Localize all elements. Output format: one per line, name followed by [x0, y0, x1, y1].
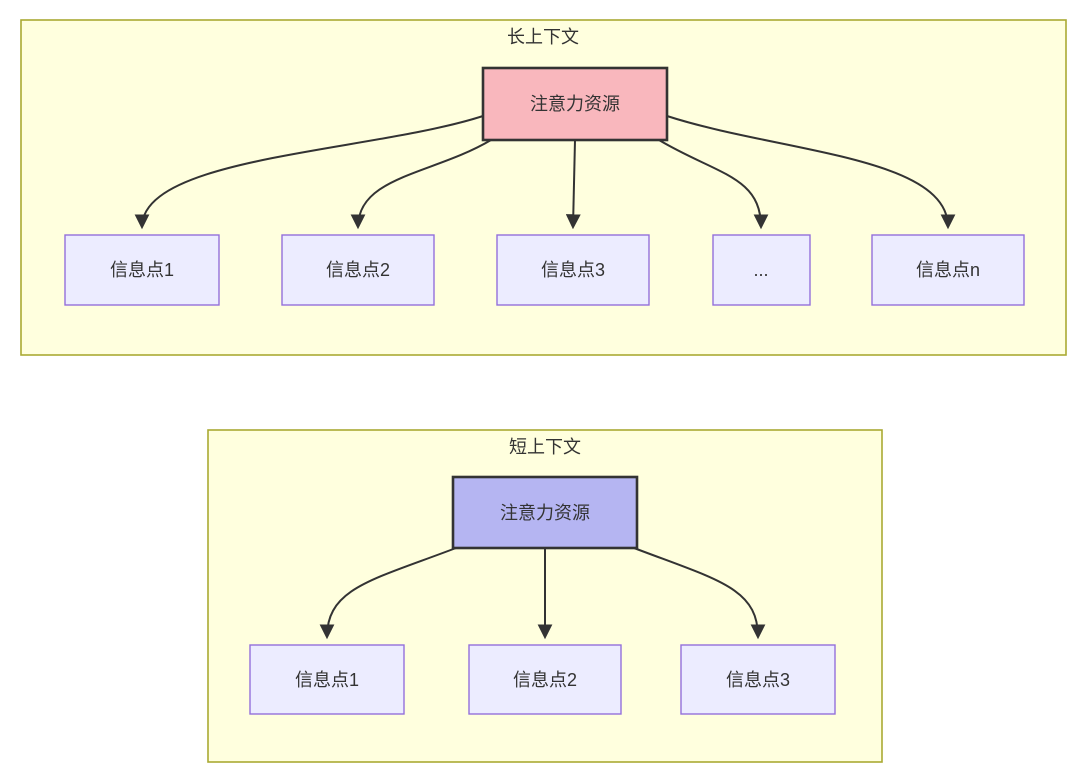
node-info1-short: 信息点1	[249, 644, 405, 715]
node-attention-long: 注意力资源	[481, 66, 669, 142]
edge-attention-to-info3	[565, 139, 581, 230]
panel-long-context-title: 长上下文	[507, 27, 579, 47]
node-infon-long-label: 信息点n	[916, 260, 980, 280]
node-info2-short-label: 信息点2	[513, 670, 577, 690]
node-info1-long: 信息点1	[64, 234, 220, 306]
node-info3-long-label: 信息点3	[541, 260, 605, 280]
node-attention-long-box	[481, 66, 669, 142]
node-info2-short: 信息点2	[468, 644, 622, 715]
edges-long-context	[134, 115, 956, 230]
node-info3-long-box	[496, 234, 650, 306]
node-ellipsis-long-label: ...	[753, 260, 768, 280]
edge-attention-to-info2	[350, 139, 492, 230]
panel-short-context-title: 短上下文	[509, 437, 581, 457]
panel-long-context: 长上下文 注意力资源 信息点1 信息点2 信息点3 .	[20, 19, 1067, 356]
node-infon-long: 信息点n	[871, 234, 1025, 306]
edge-attention-to-info1	[134, 115, 484, 230]
node-attention-short-box	[451, 475, 639, 550]
edges-short-context	[319, 547, 766, 640]
panel-short-context: 短上下文 注意力资源 信息点1 信息点2 信息点3	[207, 429, 883, 763]
node-info3-short-label: 信息点3	[726, 670, 790, 690]
node-info1-short-label: 信息点1	[295, 670, 359, 690]
node-infon-long-box	[871, 234, 1025, 306]
node-info1-long-label: 信息点1	[110, 260, 174, 280]
node-ellipsis-long: ...	[712, 234, 811, 306]
node-info2-long-label: 信息点2	[326, 260, 390, 280]
edge-attention-to-info3-short	[633, 547, 766, 640]
node-info3-short-box	[680, 644, 836, 715]
node-info1-long-box	[64, 234, 220, 306]
node-info1-short-box	[249, 644, 405, 715]
node-attention-short: 注意力资源	[451, 475, 639, 550]
edge-attention-to-infon	[666, 115, 956, 230]
node-info3-long: 信息点3	[496, 234, 650, 306]
node-info3-short: 信息点3	[680, 644, 836, 715]
edge-attention-to-ellipsis	[658, 139, 769, 230]
node-attention-long-label: 注意力资源	[530, 94, 620, 114]
node-info2-long: 信息点2	[281, 234, 435, 306]
edge-attention-to-info1-short	[319, 547, 457, 640]
node-info2-long-box	[281, 234, 435, 306]
node-ellipsis-long-box	[712, 234, 811, 306]
node-attention-short-label: 注意力资源	[500, 503, 590, 523]
node-info2-short-box	[468, 644, 622, 715]
